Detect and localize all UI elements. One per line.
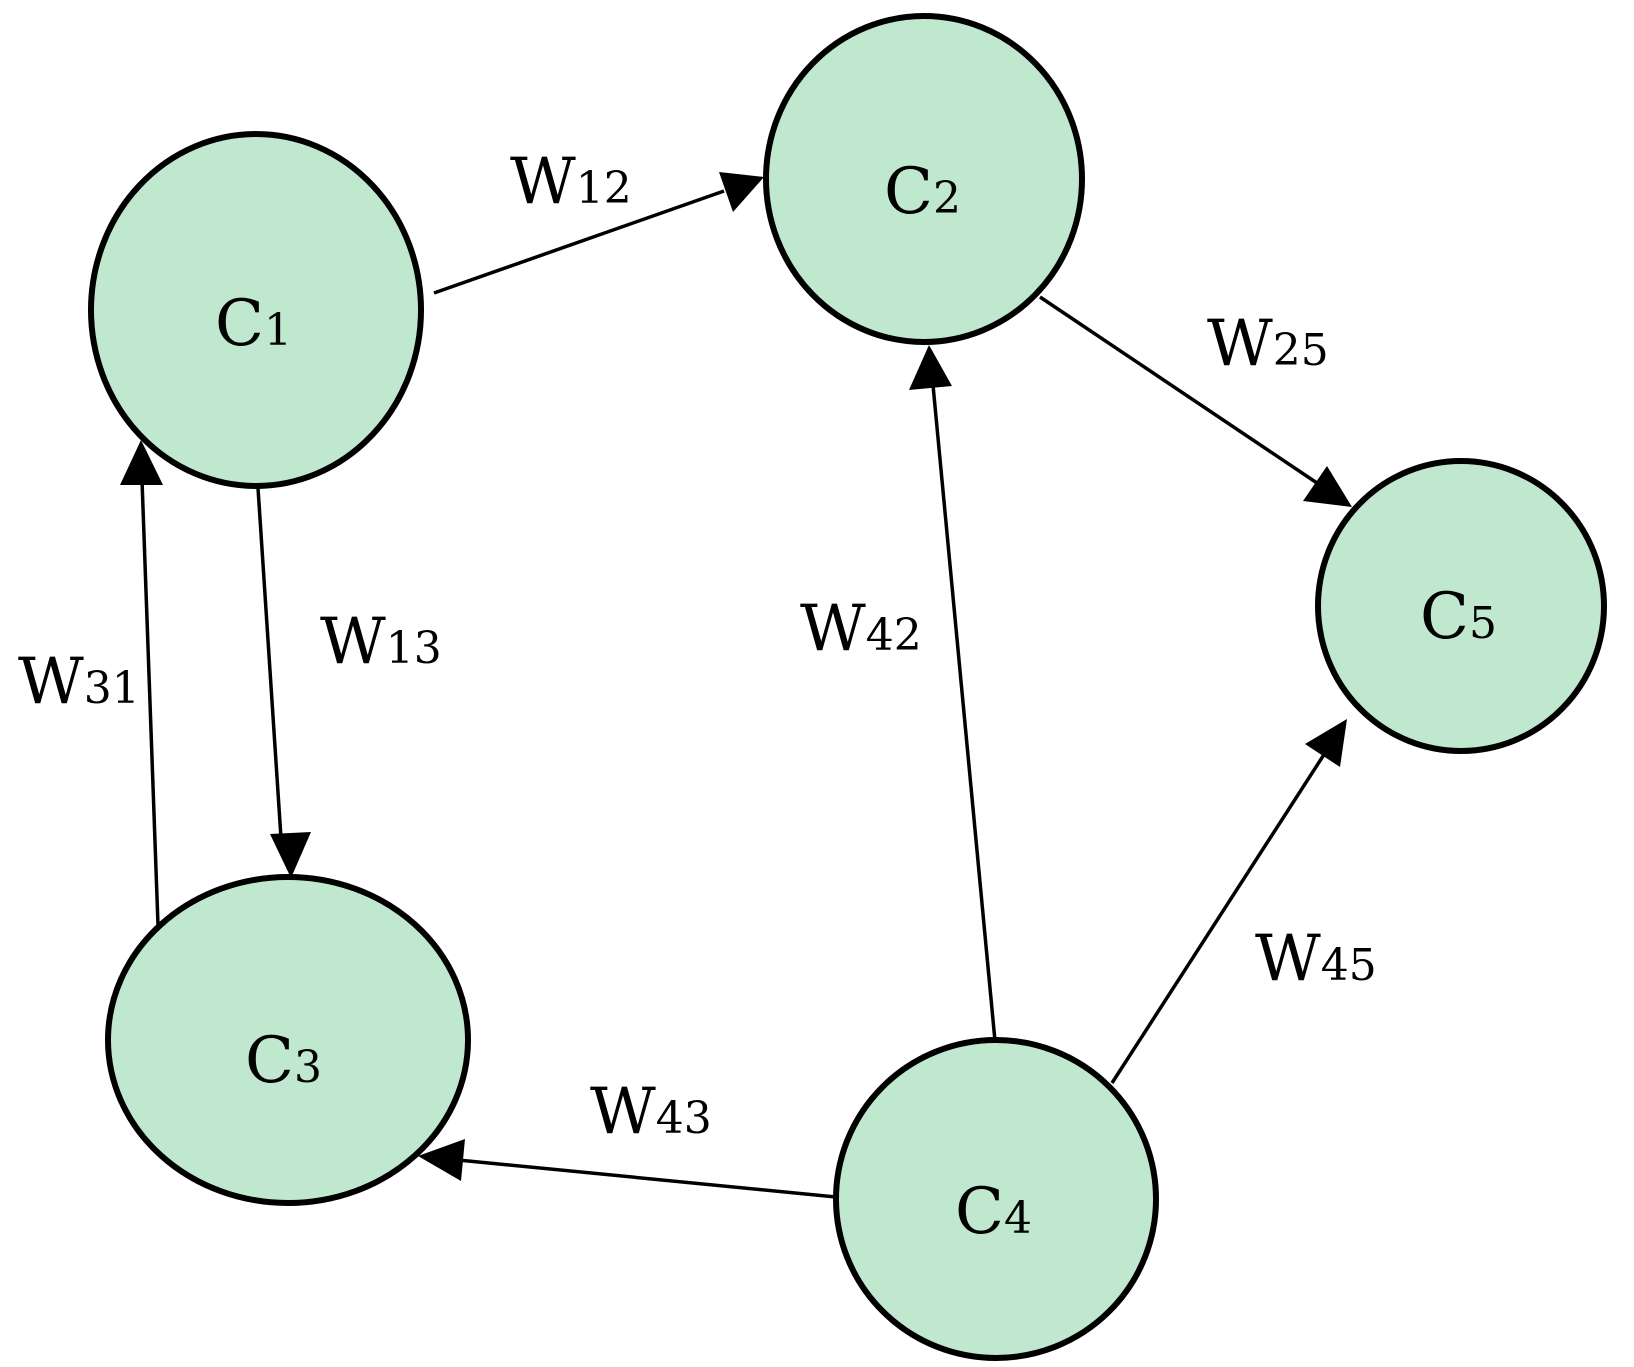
edge-w25-arrowhead	[1303, 466, 1352, 507]
edge-w42-arrowhead	[909, 345, 952, 390]
node-c1-circle	[88, 131, 424, 489]
node-c3: C3	[105, 874, 471, 1206]
edge-w13-arrowhead	[270, 832, 311, 878]
node-c4-circle	[833, 1037, 1159, 1361]
node-c2: C2	[763, 13, 1085, 345]
edge-w25: W25	[1039, 295, 1352, 507]
edge-w12-arrowhead	[719, 172, 764, 212]
node-c3-label: C3	[245, 1024, 322, 1098]
edge-w12: W12	[433, 145, 764, 295]
node-c2-circle	[763, 13, 1085, 345]
edge-w42: W42	[800, 345, 997, 1042]
edge-w31-label: W31	[18, 645, 140, 719]
edge-w31-arrowhead	[120, 440, 163, 485]
node-c1: C1	[88, 131, 424, 489]
node-c5-circle	[1315, 458, 1607, 754]
edge-w13-label: W13	[320, 605, 442, 679]
edge-w45-label: W45	[1255, 922, 1377, 996]
edge-w45: W45	[1110, 719, 1377, 1084]
edge-w12-label: W12	[510, 145, 632, 219]
node-c2-label: C2	[884, 155, 961, 229]
edge-w31-line	[140, 479, 160, 926]
edge-w25-line	[1039, 295, 1321, 487]
node-c1-label: C1	[215, 287, 292, 361]
edges: W12 W13 W31 W25 W42	[18, 145, 1377, 1199]
edge-w43-label: W43	[590, 1075, 712, 1149]
edge-w43-line	[457, 1158, 837, 1199]
node-c4-label: C4	[955, 1175, 1032, 1249]
edge-w45-line	[1110, 752, 1327, 1084]
node-c5-label: C5	[1420, 580, 1497, 654]
edge-w12-line	[433, 189, 725, 295]
edge-w42-line	[931, 384, 997, 1042]
nodes: C1 C2 C3 C4 C5	[88, 13, 1607, 1361]
node-c3-circle	[105, 874, 471, 1206]
edge-w31: W31	[18, 440, 163, 926]
node-c4: C4	[833, 1037, 1159, 1361]
edge-w45-arrowhead	[1305, 719, 1347, 767]
edge-w43-arrowhead	[418, 1139, 465, 1181]
edge-w13: W13	[256, 487, 442, 878]
edge-w13-line	[256, 487, 283, 839]
edge-w42-label: W42	[800, 592, 922, 666]
edge-w43: W43	[418, 1075, 837, 1199]
node-c5: C5	[1315, 458, 1607, 754]
edge-w25-label: W25	[1207, 307, 1329, 381]
